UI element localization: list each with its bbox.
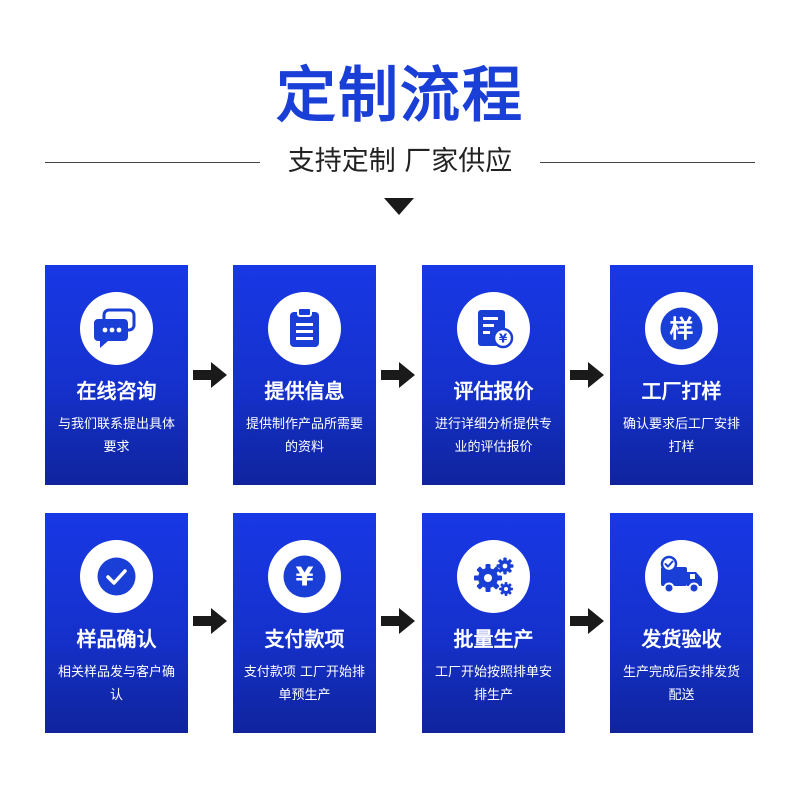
step-card-provide-info: 提供信息 提供制作产品所需要的资料 [233, 265, 376, 485]
step-card-mass-production: 批量生产 工厂开始按照排单安排生产 [422, 513, 565, 733]
step-card-delivery: 发货验收 生产完成后安排发货配送 [610, 513, 753, 733]
step-card-payment: ¥ 支付款项 支付款项 工厂开始排单预生产 [233, 513, 376, 733]
step-description: 与我们联系提出具体要求 [57, 417, 175, 455]
subtitle-row: 支持定制 厂家供应 [0, 142, 800, 182]
svg-text:¥: ¥ [499, 332, 508, 346]
step-description: 工厂开始按照排单安排生产 [434, 665, 552, 703]
yen-coin-text: ¥ [295, 563, 313, 593]
step-card-quote: ¥ 评估报价 进行详细分析提供专业的评估报价 [422, 265, 565, 485]
step-card-sampling: 样 工厂打样 确认要求后工厂安排打样 [610, 265, 753, 485]
check-circle-icon [80, 540, 153, 613]
divider-left [45, 162, 260, 163]
page-title: 定制流程 [276, 61, 524, 131]
step-description: 支付款项 工厂开始排单预生产 [243, 665, 366, 703]
arrow-right-icon [570, 608, 604, 634]
step-description: 确认要求后工厂安排打样 [622, 417, 740, 455]
delivery-truck-icon [645, 540, 718, 613]
step-title: 提供信息 [264, 379, 345, 403]
arrow-right-icon [381, 608, 415, 634]
page-subtitle: 支持定制 厂家供应 [287, 146, 513, 177]
down-arrow-icon [384, 198, 414, 215]
step-title: 工厂打样 [641, 379, 722, 403]
sample-badge-icon: 样 [645, 292, 718, 365]
step-title: 在线咨询 [76, 379, 157, 403]
step-description: 进行详细分析提供专业的评估报价 [434, 417, 552, 455]
sample-badge-text: 样 [670, 315, 694, 343]
step-card-sample-confirm: 样品确认 相关样品发与客户确认 [45, 513, 188, 733]
step-title: 样品确认 [76, 627, 157, 651]
divider-right [540, 162, 755, 163]
arrow-right-icon [381, 362, 415, 388]
step-description: 提供制作产品所需要的资料 [245, 417, 363, 455]
clipboard-icon [268, 292, 341, 365]
arrow-right-icon [570, 362, 604, 388]
step-description: 生产完成后安排发货配送 [622, 665, 740, 703]
step-card-consult: 在线咨询 与我们联系提出具体要求 [45, 265, 188, 485]
step-description: 相关样品发与客户确认 [57, 665, 175, 703]
chat-bubbles-icon [80, 292, 153, 365]
step-title: 批量生产 [453, 627, 534, 651]
arrow-right-icon [193, 362, 227, 388]
gears-icon [457, 540, 530, 613]
invoice-yen-icon: ¥ [457, 292, 530, 365]
step-title: 发货验收 [641, 627, 722, 651]
yen-coin-icon: ¥ [268, 540, 341, 613]
arrow-right-icon [193, 608, 227, 634]
step-title: 支付款项 [264, 627, 345, 651]
step-title: 评估报价 [453, 379, 534, 403]
